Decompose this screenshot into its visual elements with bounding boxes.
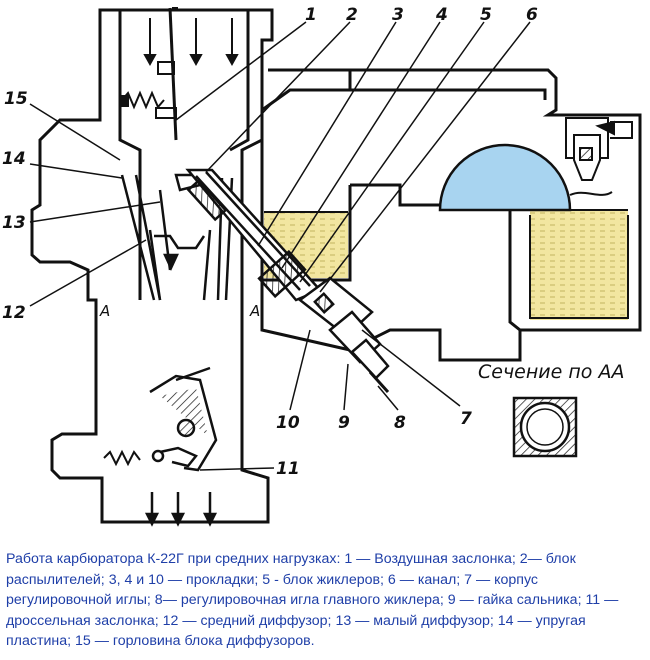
air-horn	[119, 7, 239, 141]
fuel-level-right	[530, 210, 628, 320]
label-5: 5	[480, 5, 492, 25]
figure-caption: Работа карбюратора К-22Г при средних наг…	[6, 551, 619, 649]
carburetor-body	[30, 8, 274, 524]
section-mark-a-left: A	[99, 302, 110, 320]
label-13: 13	[2, 213, 26, 233]
label-10: 10	[276, 413, 300, 433]
label-6: 6	[526, 5, 538, 25]
needle-valve	[565, 117, 633, 196]
label-9: 9	[338, 413, 350, 433]
label-3: 3	[392, 5, 404, 25]
label-2: 2	[346, 5, 358, 25]
label-8: 8	[394, 413, 406, 433]
label-7: 7	[460, 409, 472, 429]
section-aa-detail	[512, 396, 578, 458]
section-title: Сечение по АА	[478, 361, 624, 383]
label-15: 15	[4, 89, 28, 109]
label-4: 4	[435, 5, 448, 25]
leader-lines	[29, 21, 531, 471]
label-14: 14	[2, 149, 26, 169]
label-11: 11	[276, 459, 300, 479]
adjusting-needle-assembly	[297, 276, 390, 394]
label-12: 12	[2, 303, 26, 323]
throttle	[103, 366, 218, 527]
float-chamber	[260, 68, 642, 362]
carburetor-diagram: 1 2 3 4 5 6 7 8 9 10 11 12 13 14 15 A A …	[2, 5, 642, 527]
float	[438, 143, 572, 212]
label-1: 1	[305, 5, 317, 25]
section-mark-a-right: A	[249, 302, 260, 320]
nozzle-block	[185, 168, 323, 302]
